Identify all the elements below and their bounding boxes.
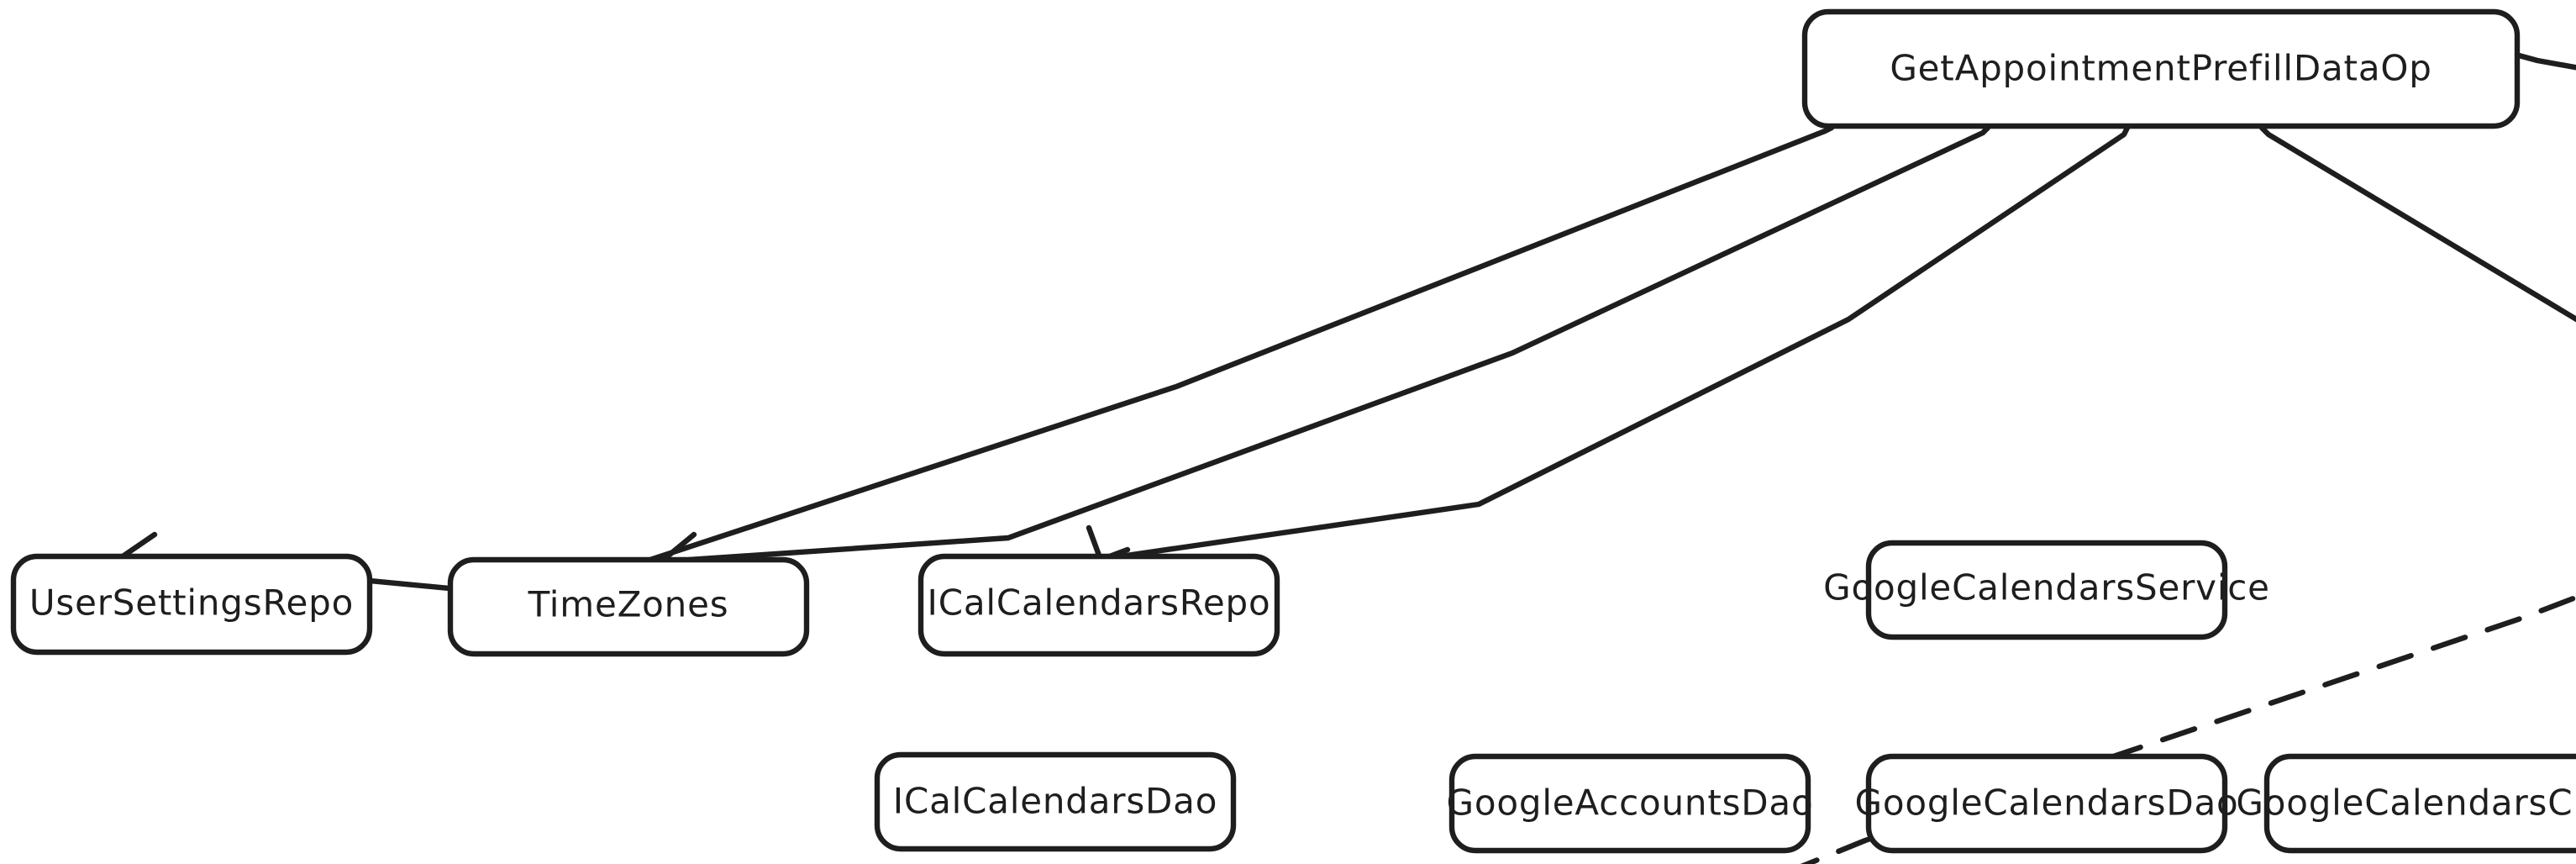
node-ical-calendars-repo-label: ICalCalendarsRepo [928,582,1271,624]
node-google-accounts-dao-shape[interactable] [1448,753,1811,854]
node-google-calendars-service-shape[interactable] [1865,540,2228,640]
node-google-calendars-dao-label: GoogleCalendarsDao [1854,782,2238,824]
node-ical-calendars-dao[interactable]: ICalCalendarsDao [874,751,1237,852]
node-user-settings-repo-label: UserSettingsRepo [29,582,354,624]
node-time-zones-shape[interactable] [447,556,810,657]
node-google-calendars-client-shape[interactable] [2263,753,2576,854]
node-user-settings-repo[interactable]: UserSettingsRepo [10,553,373,656]
node-google-accounts-dao[interactable]: GoogleAccountsDao [1447,753,1814,854]
node-google-accounts-dao-label: GoogleAccountsDao [1447,782,1814,824]
node-google-calendars-client-label: GoogleCalendarsClient [2236,782,2576,824]
node-get-appointment-prefill-data-op[interactable]: GetAppointmentPrefillDataOp [1801,8,2521,129]
node-get-appointment-prefill-data-op-label: GetAppointmentPrefillDataOp [1890,48,2431,89]
node-ical-calendars-repo[interactable]: ICalCalendarsRepo [917,553,1280,657]
edge-root-to-google-calendars-service[interactable] [2258,124,2576,545]
node-google-calendars-service[interactable]: GoogleCalendarsService [1823,540,2270,640]
node-ical-calendars-dao-shape[interactable] [874,751,1237,852]
node-user-settings-repo-shape[interactable] [10,553,373,656]
edge-calendar-item-resolver-to-ical-calendars-repo[interactable] [1205,289,2576,864]
node-time-zones[interactable]: TimeZones [447,556,810,657]
edge-root-to-ical-calendars-repo[interactable] [1086,124,2131,563]
node-google-calendars-client[interactable]: GoogleCalendarsClient [2236,753,2576,854]
node-ical-calendars-repo-shape[interactable] [917,553,1280,657]
node-get-appointment-prefill-data-op-shape[interactable] [1801,8,2521,129]
node-ical-calendars-dao-label: ICalCalendarsDao [893,781,1217,822]
node-google-calendars-dao-shape[interactable] [1865,753,2228,854]
node-google-calendars-service-label: GoogleCalendarsService [1823,567,2270,608]
edge-root-to-user-settings-repo[interactable] [119,124,1835,600]
edge-layer [119,52,2576,864]
edge-root-to-calendar-item-resolver[interactable] [2516,52,2576,185]
node-google-calendars-dao[interactable]: GoogleCalendarsDao [1854,753,2238,854]
node-time-zones-label: TimeZones [528,584,729,625]
node-layer: GetAppointmentPrefillDataOp CalendarItem… [10,8,2576,854]
